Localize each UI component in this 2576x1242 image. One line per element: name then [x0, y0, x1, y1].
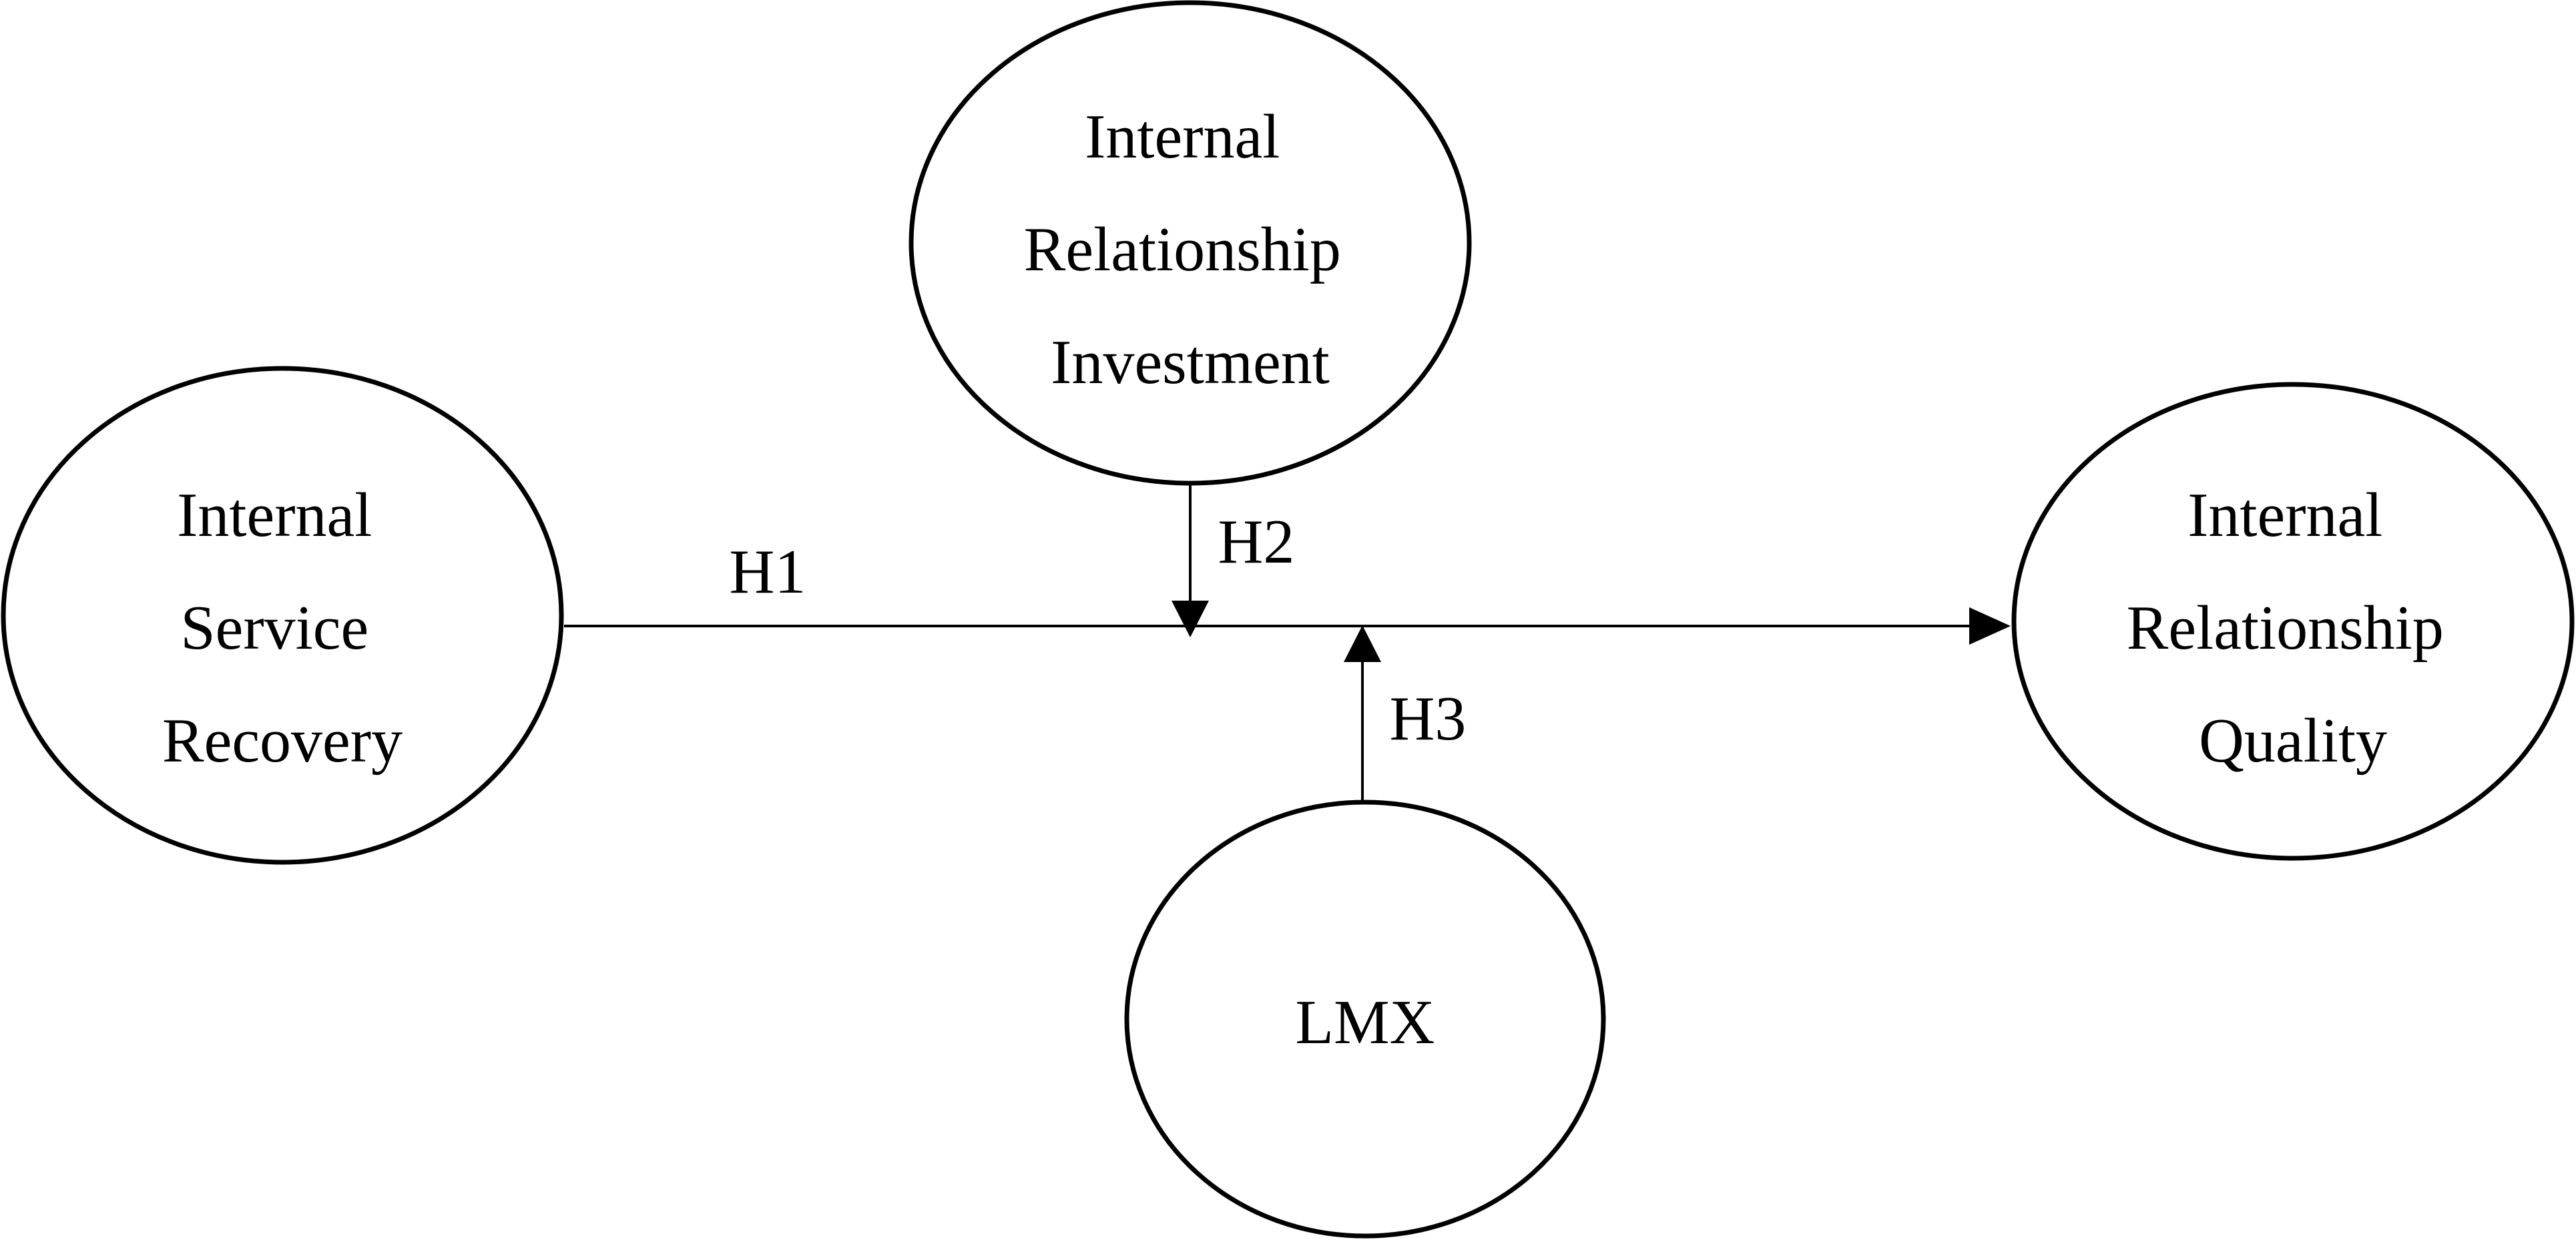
- node-irq-line-2: Relationship: [2127, 593, 2444, 663]
- node-iri-label: Internal Relationship Investment: [1024, 102, 1357, 397]
- node-irq-line-3: Quality: [2199, 706, 2387, 775]
- edge-h3-label: H3: [1390, 684, 1467, 753]
- edge-h1-arrowhead: [1969, 607, 2011, 645]
- edge-h1-label: H1: [730, 537, 806, 607]
- node-iri-line-1: Internal: [1085, 102, 1280, 172]
- edge-h1: [564, 607, 2011, 645]
- node-iri-ellipse: [909, 0, 1472, 486]
- node-irq-label: Internal Relationship Quality: [2127, 481, 2460, 775]
- node-iri-line-2: Relationship: [1024, 215, 1341, 284]
- node-internal-relationship-investment: Internal Relationship Investment: [909, 0, 1472, 486]
- node-isr-line-2: Service: [180, 593, 368, 663]
- edge-h2-label: H2: [1218, 507, 1295, 577]
- node-isr-line-1: Internal: [177, 481, 372, 550]
- node-lmx-ellipse: [1124, 800, 1606, 1239]
- node-isr-line-3: Recovery: [162, 706, 403, 775]
- node-irq-line-1: Internal: [2187, 481, 2382, 550]
- edge-h3: [1344, 625, 1381, 806]
- node-lmx: LMX: [1124, 800, 1606, 1239]
- node-isr-ellipse: [1, 366, 564, 865]
- node-internal-service-recovery: Internal Service Recovery: [1, 366, 564, 865]
- edge-h3-arrowhead: [1344, 625, 1381, 662]
- node-isr-label: Internal Service Recovery: [162, 481, 403, 775]
- node-iri-line-3: Investment: [1051, 328, 1330, 397]
- node-irq-ellipse: [2011, 382, 2575, 861]
- edge-h2: [1172, 485, 1209, 637]
- node-internal-relationship-quality: Internal Relationship Quality: [2011, 382, 2575, 861]
- node-lmx-label: LMX: [1296, 988, 1435, 1057]
- edge-h2-arrowhead: [1172, 601, 1209, 637]
